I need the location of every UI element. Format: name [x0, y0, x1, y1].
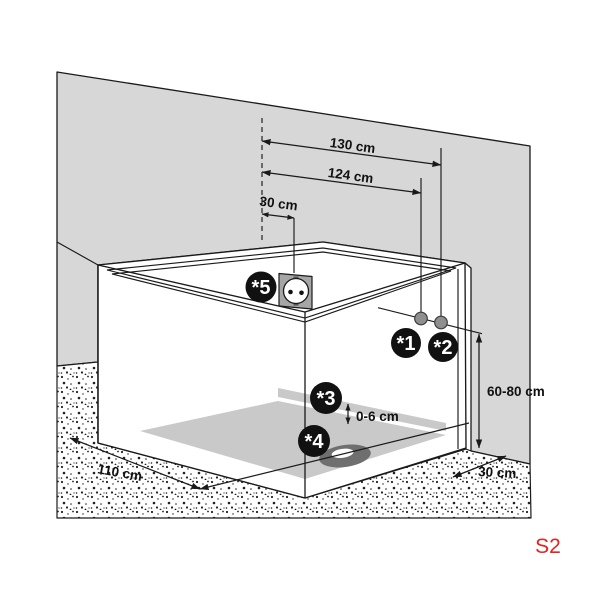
- dimension-60-80cm-label: 60-80 cm: [487, 384, 545, 399]
- marker-3-badge: *3: [310, 382, 342, 414]
- dimension-30cm-bottom-label: 30 cm: [478, 464, 517, 481]
- marker-4-badge: *4: [298, 425, 330, 457]
- dimension-110cm-arrow: [69, 437, 201, 490]
- connection-point-1: [414, 311, 428, 326]
- marker-2-label: *2: [434, 337, 453, 359]
- socket-pin-hole-right: [299, 290, 304, 296]
- marker-1-badge: *1: [391, 328, 421, 358]
- wall-corner-fold-line: [56, 241, 99, 266]
- dimension-130cm-arrow: [261, 138, 442, 168]
- marker-3-circle: [310, 382, 342, 414]
- dimension-30cm-top-arrow: [261, 212, 295, 220]
- marker-3-label: *3: [317, 388, 336, 410]
- marker-1-label: *1: [397, 333, 416, 355]
- marker-4-label: *4: [305, 431, 325, 453]
- connection-point-2: [434, 315, 448, 330]
- marker-5-badge: *5: [245, 271, 277, 303]
- dimension-124cm-label: 124 cm: [327, 165, 374, 186]
- basin-floor: [140, 401, 446, 479]
- dimension-0-6cm-label: 0-6 cm: [356, 409, 399, 424]
- dimension-130cm-label: 130 cm: [329, 135, 376, 156]
- drain-axis-line: [199, 422, 470, 491]
- marker-2-badge: *2: [428, 332, 458, 362]
- marker-1-circle: [391, 328, 421, 358]
- marker-5-label: *5: [252, 277, 271, 299]
- marker-4-circle: [298, 425, 330, 457]
- socket-pin-hole-left: [288, 289, 293, 295]
- rim-inner-line-1: [106, 247, 457, 319]
- socket-face: [282, 277, 310, 305]
- rim-inner-line-2: [111, 251, 452, 323]
- sheet-code: S2: [535, 535, 561, 558]
- dimension-30cm-top-label: 30 cm: [259, 194, 299, 214]
- dimension-124cm-arrow: [261, 169, 422, 196]
- marker-2-circle: [428, 332, 458, 362]
- power-socket-icon: [278, 272, 313, 310]
- marker-5-circle: [245, 271, 277, 303]
- dimension-30cm-bottom-arrow: [452, 455, 507, 478]
- rim-level-line: [377, 307, 483, 335]
